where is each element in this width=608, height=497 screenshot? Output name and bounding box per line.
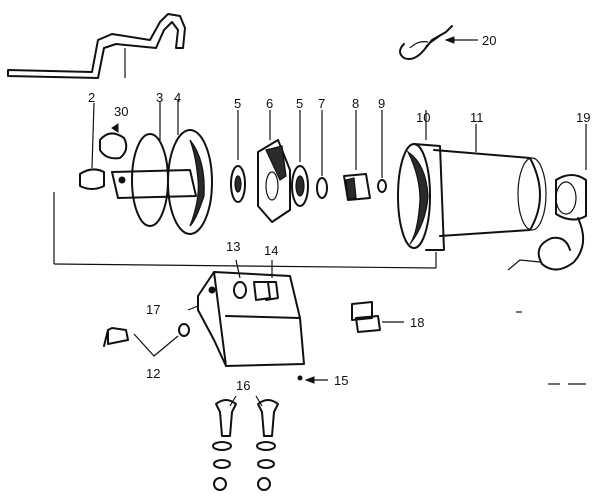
callout-9: 9 [378,96,385,111]
motor-body-part [433,124,547,237]
callout-5b: 5 [296,96,303,111]
callout-18: 18 [410,315,424,330]
callout-3: 3 [156,90,163,105]
gear-plate-part [257,110,291,223]
callout-19: 19 [576,110,590,125]
bracket-washer-part [233,259,247,299]
washer-part [291,110,309,207]
callout-2: 2 [88,90,95,105]
small-screw-part [297,375,328,384]
callout-12: 12 [146,366,160,381]
mounting-bolts-part [212,395,279,491]
callout-11: 11 [470,110,484,125]
motor-end-bell-part [397,110,445,251]
cable-hook-part [399,25,478,60]
brake-block-part [351,301,404,333]
knob-part [79,102,105,190]
thrust-disc-part [316,110,328,199]
callout-13: 13 [226,239,240,254]
callout-30: 30 [114,104,128,119]
edge-marks [516,311,586,385]
pinion-gear-part [343,110,371,201]
callout-4: 4 [174,90,181,105]
callout-14: 14 [264,243,278,258]
callout-15: 15 [334,373,348,388]
callout-16: 16 [236,378,250,393]
drum-part [111,102,197,227]
assembly-outline-lines [53,192,437,269]
cap-part [99,123,128,160]
hex-key-part [103,323,190,357]
small-washer-part [377,110,387,193]
callout-20: 20 [482,33,496,48]
bushing-part [253,260,279,301]
callout-7: 7 [318,96,325,111]
callout-10: 10 [416,110,430,125]
callout-8: 8 [352,96,359,111]
callout-5a: 5 [234,96,241,111]
switch-control-part [507,124,587,271]
callout-6: 6 [266,96,273,111]
crank-handle-part [7,13,186,79]
drum-flange-part [167,100,213,235]
callout-17: 17 [146,302,160,317]
washer-part [230,110,246,203]
